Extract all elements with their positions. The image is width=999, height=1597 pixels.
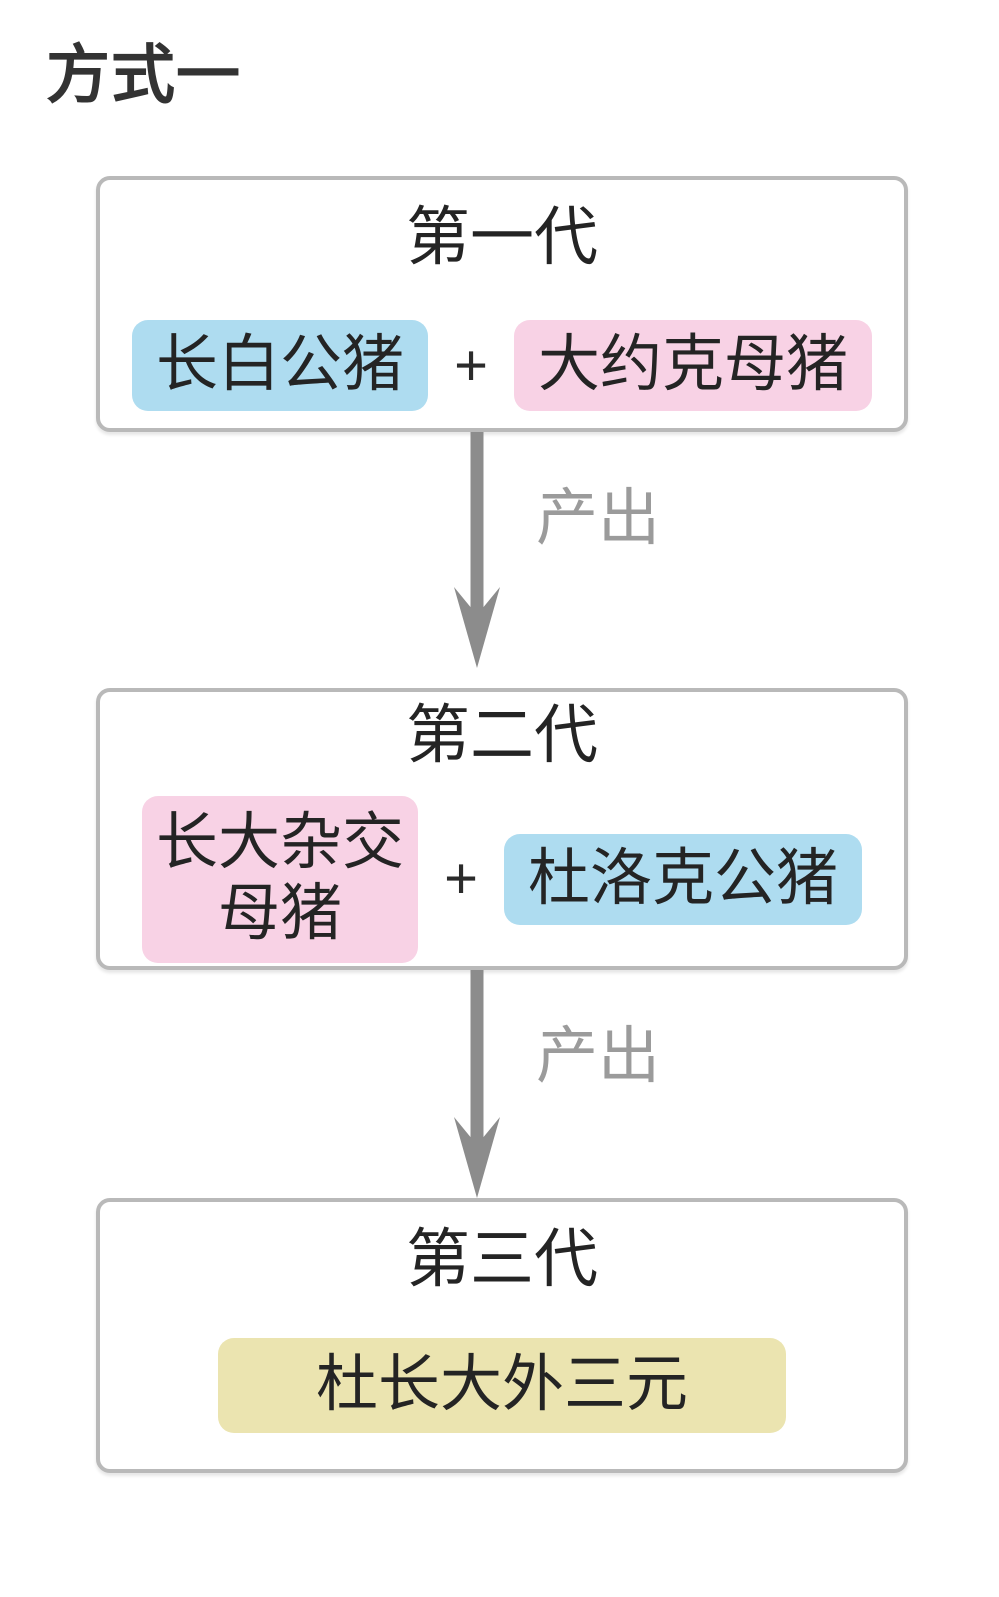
- generation-1-box: 第一代 长白公猪 + 大约克母猪: [96, 176, 908, 432]
- plus-operator-1: +: [454, 332, 488, 398]
- generation-3-title: 第三代: [406, 1224, 598, 1295]
- generation-3-result-row: 杜长大外三元: [217, 1338, 786, 1434]
- down-arrow-icon: [454, 970, 500, 1198]
- generation-2-title: 第二代: [406, 700, 598, 771]
- badge-yorkshire-sow: 大约克母猪: [513, 320, 872, 412]
- produce-label-1: 产出: [536, 485, 661, 553]
- produce-label-2: 产出: [536, 1023, 661, 1091]
- generation-2-parents-row: 长大杂交 母猪 + 杜洛克公猪: [142, 796, 862, 963]
- generation-2-box: 第二代 长大杂交 母猪 + 杜洛克公猪: [96, 688, 908, 970]
- page-title: 方式一: [46, 39, 241, 111]
- generation-1-parents-row: 长白公猪 + 大约克母猪: [132, 320, 872, 412]
- generation-3-box: 第三代 杜长大外三元: [96, 1198, 908, 1473]
- badge-crossbred-sow: 长大杂交 母猪: [142, 796, 419, 963]
- down-arrow-icon: [454, 432, 500, 668]
- generation-1-title: 第一代: [406, 202, 598, 273]
- badge-duroc-boar: 杜洛克公猪: [503, 833, 862, 925]
- badge-three-way-cross: 杜长大外三元: [217, 1338, 786, 1434]
- plus-operator-2: +: [444, 846, 478, 912]
- badge-landrace-boar: 长白公猪: [132, 320, 429, 412]
